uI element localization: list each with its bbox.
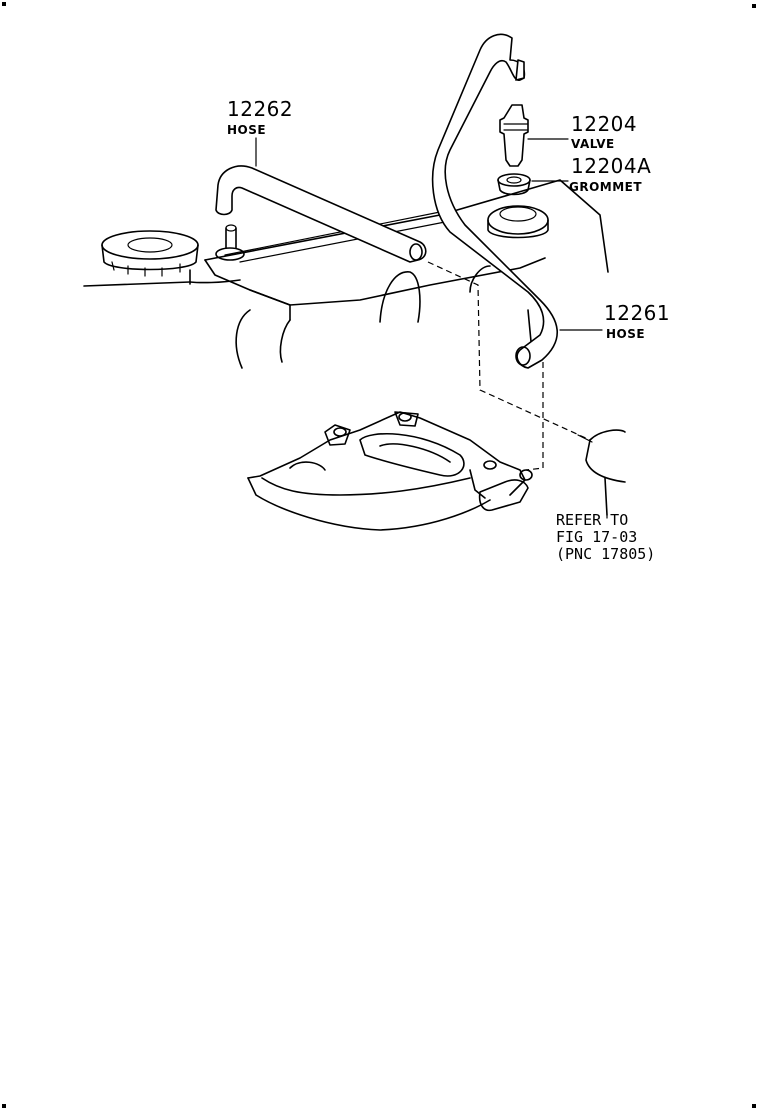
connector-line-left: [427, 261, 591, 441]
reference-note: REFER TO FIG 17-03 (PNC 17805): [556, 512, 655, 563]
throttle-body-illustration: [577, 429, 626, 516]
reference-line-3: (PNC 17805): [556, 545, 656, 563]
pcv-valve-illustration: [499, 104, 529, 167]
part-number-12204a: 12204A: [571, 154, 652, 178]
part-name-grommet: GROMMET: [569, 180, 643, 194]
registration-mark-bottom-left: [2, 1104, 6, 1108]
registration-mark-top-left: [2, 2, 6, 6]
registration-mark-top-right: [752, 4, 756, 8]
part-name-hose-12261: HOSE: [606, 327, 646, 341]
part-number-12262: 12262: [227, 97, 294, 121]
reference-line-2: FIG 17-03: [556, 528, 638, 546]
valve-cover-illustration: [83, 179, 609, 369]
connector-line-right: [525, 362, 544, 471]
hose-12262-illustration: [215, 165, 427, 263]
part-number-12261: 12261: [604, 301, 671, 325]
part-number-12204: 12204: [571, 112, 638, 136]
intake-manifold-illustration: [247, 411, 533, 531]
oil-filler-cap: [101, 230, 199, 285]
part-name-hose-12262: HOSE: [227, 123, 267, 137]
grommet-illustration: [497, 173, 531, 196]
reference-line-1: REFER TO: [556, 511, 629, 529]
hose-12261-illustration: [431, 33, 559, 369]
part-name-valve: VALVE: [571, 137, 615, 151]
registration-mark-bottom-right: [752, 1104, 756, 1108]
